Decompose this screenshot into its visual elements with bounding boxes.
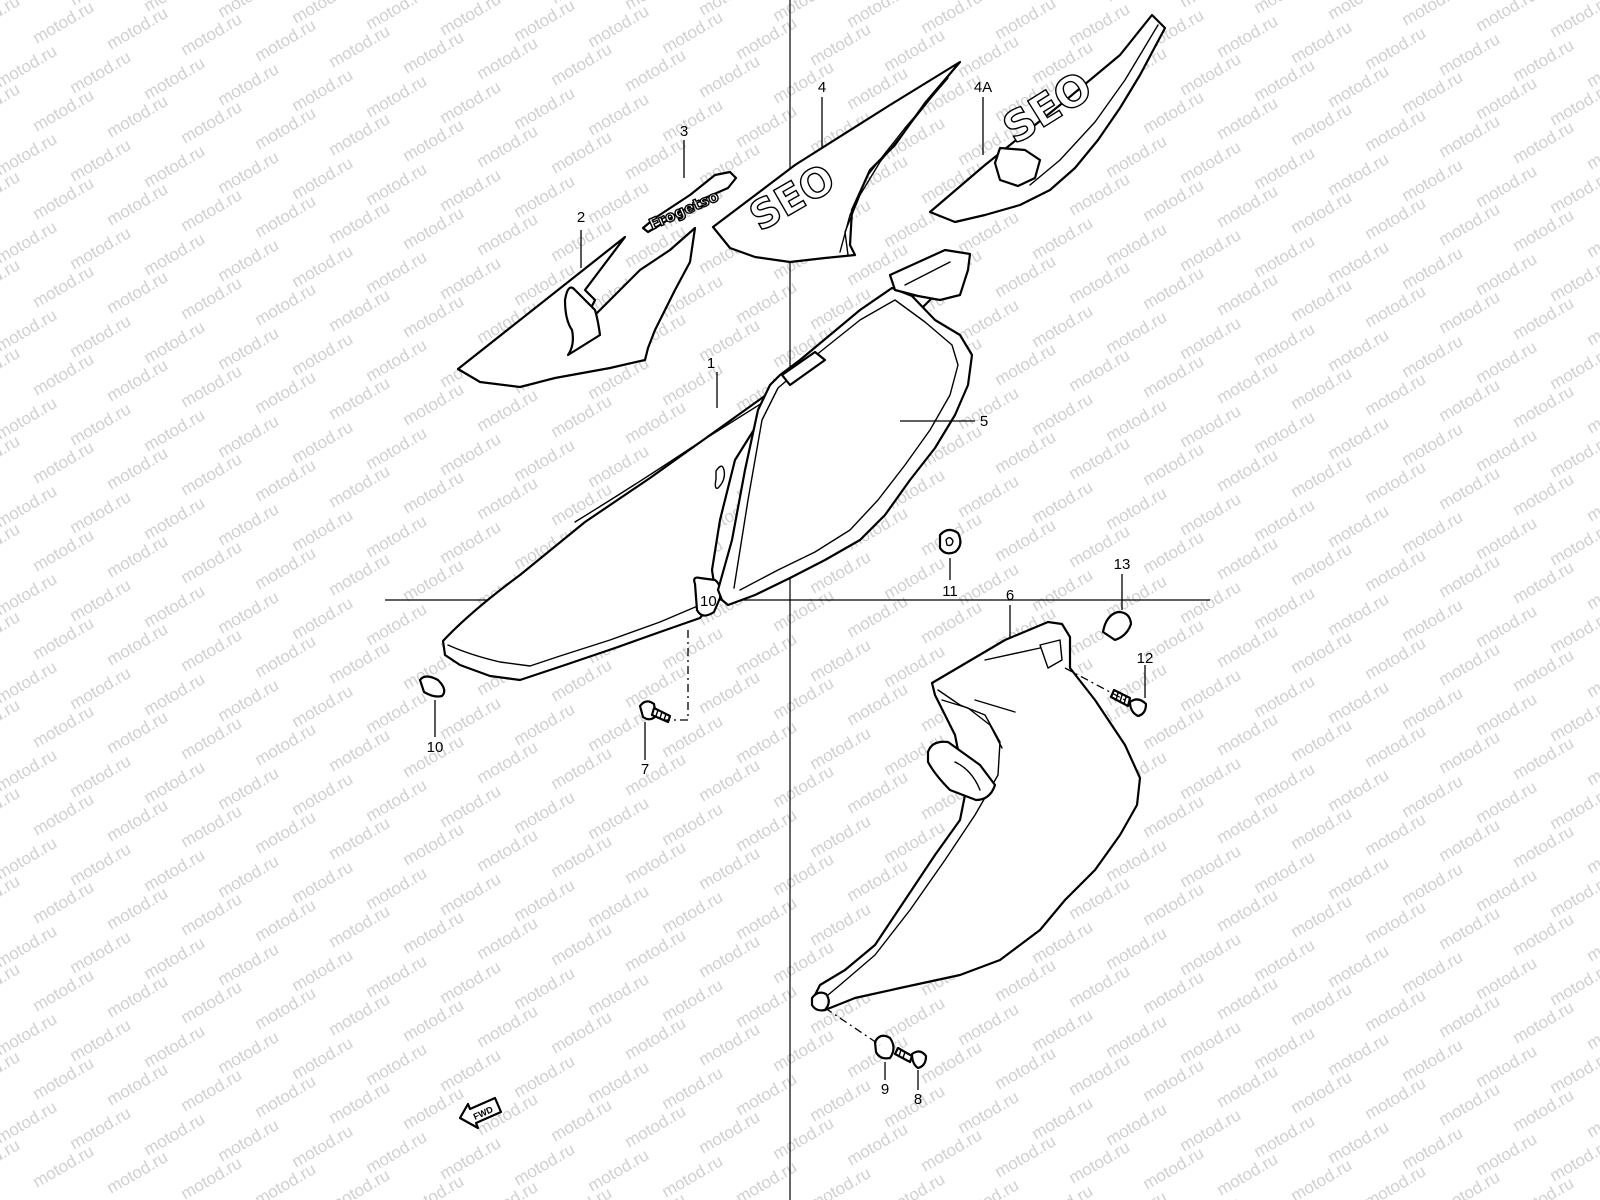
leader-lines xyxy=(434,97,1146,1090)
callout-1: 1 xyxy=(707,355,715,372)
part-12-screw xyxy=(1109,688,1148,718)
callout-9: 9 xyxy=(881,1081,889,1098)
callout-4a: 4A xyxy=(974,79,992,96)
callout-3: 3 xyxy=(680,123,688,140)
part-6-side-cover xyxy=(810,620,1142,1012)
frame-cover-inline-mark: 10 xyxy=(700,593,717,610)
forward-arrow-icon: FWD xyxy=(458,1096,503,1130)
part-10-washer xyxy=(418,675,446,698)
callout-13: 13 xyxy=(1114,556,1131,573)
part-4-rear-decal: SEO xyxy=(711,60,962,264)
part-11-grommet xyxy=(938,528,962,555)
callout-2: 2 xyxy=(577,209,585,226)
callout-10: 10 xyxy=(427,739,444,756)
callout-12: 12 xyxy=(1137,650,1154,667)
script-emblem-text: Frogetso xyxy=(646,187,721,234)
callout-6: 6 xyxy=(1006,587,1014,604)
callout-8: 8 xyxy=(914,1091,922,1108)
callout-7: 7 xyxy=(641,761,649,778)
part-5-trim-rubber xyxy=(716,248,974,607)
part-13-clip xyxy=(1101,610,1133,642)
part-9-washer xyxy=(873,1034,895,1060)
part-4a-rear-decal: SEO xyxy=(928,13,1167,224)
part-2-side-decal xyxy=(456,226,697,389)
callout-5: 5 xyxy=(980,413,988,430)
callout-labels: 1 2 3 4 4A 5 6 7 8 9 10 11 12 13 xyxy=(427,79,1154,1108)
part-7-screw xyxy=(638,700,672,724)
callout-11: 11 xyxy=(942,583,958,600)
part-8-bolt xyxy=(893,1046,928,1070)
callout-4: 4 xyxy=(818,79,826,96)
